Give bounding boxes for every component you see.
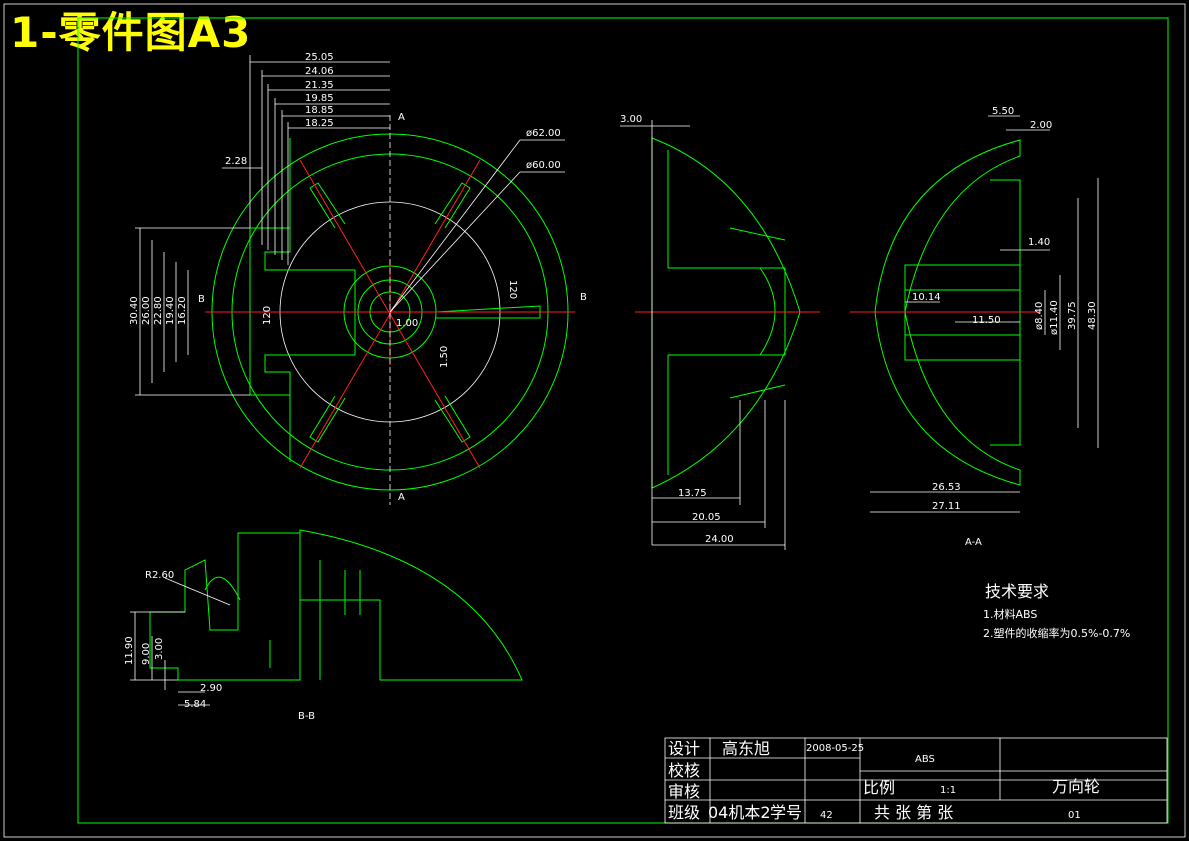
section-aa-shell (874, 139, 1021, 486)
dim-1-00: 1.00 (396, 318, 418, 329)
drawing-no: 01 (1068, 810, 1081, 821)
check-label: 校核 (668, 761, 700, 780)
dim-39-75: 39.75 (1067, 301, 1078, 330)
dim-1-40: 1.40 (1028, 237, 1050, 248)
section-b-mark-right: B (580, 292, 587, 303)
design-label: 设计 (668, 739, 700, 758)
dim-24-06: 24.06 (305, 66, 334, 77)
student-no: 42 (820, 810, 833, 821)
section-aa: 5.50 2.00 1.40 10.14 11.50 ø8.40 ø11.40 … (850, 106, 1099, 548)
dim-19-40: 19.40 (165, 296, 176, 325)
tech-item-1: 1.材料ABS (983, 607, 1037, 621)
side-view: 3.00 13.75 20.05 24.00 (620, 114, 820, 550)
dim-21-35: 21.35 (305, 80, 334, 91)
dim-48-30: 48.30 (1087, 301, 1098, 330)
class-label: 班级 (668, 803, 700, 822)
designer-name: 高东旭 (722, 739, 770, 758)
dim-11-50: 11.50 (972, 315, 1001, 326)
dim-dia-62: ø62.00 (526, 128, 561, 139)
section-bb-fillet (204, 576, 241, 601)
dim-22-80: 22.80 (153, 296, 164, 325)
dim-10-14: 10.14 (912, 292, 941, 303)
dim-30-40: 30.40 (129, 296, 140, 325)
rib-lower-left (309, 395, 346, 443)
section-bb-label: B-B (298, 711, 315, 722)
dim-26-00: 26.00 (141, 296, 152, 325)
tech-heading: 技术要求 (985, 582, 1049, 601)
section-aa-label: A-A (965, 537, 982, 548)
dim-26-53: 26.53 (932, 482, 961, 493)
dim-2-90: 2.90 (200, 683, 222, 694)
side-outline (651, 137, 801, 489)
angle-120-left: 120 (262, 306, 273, 325)
dim-2-28: 2.28 (225, 156, 247, 167)
dim-24-00: 24.00 (705, 534, 734, 545)
front-view: A A B B 25.05 24.06 21.35 19.85 18.85 18… (129, 52, 587, 505)
dim-19-85: 19.85 (305, 93, 334, 104)
rib-lower-right (434, 395, 471, 443)
dim-r2-60: R2.60 (145, 570, 174, 581)
section-a-mark-bottom: A (398, 492, 405, 503)
dim-5-84: 5.84 (184, 699, 206, 710)
dim-20-05: 20.05 (692, 512, 721, 523)
dim-25-05: 25.05 (305, 52, 334, 63)
scale-label: 比例 (863, 778, 895, 797)
dim-3-00-bb: 3.00 (154, 638, 165, 660)
dim-13-75: 13.75 (678, 488, 707, 499)
tech-item-2: 2.塑件的收缩率为0.5%-0.7% (983, 626, 1130, 640)
title-block: 设计 高东旭 2008-05-25 校核 审核 班级 04机本2 学号 42 A… (664, 737, 1168, 824)
rib-upper-right (434, 182, 471, 229)
section-bb-details (269, 560, 361, 680)
leader-d60 (389, 171, 521, 313)
dim-16-20: 16.20 (177, 296, 188, 325)
dim-1-50: 1.50 (439, 346, 450, 368)
section-bb-hatch (299, 529, 523, 681)
class-value: 04机本2 (708, 803, 771, 822)
dim-dia-8-40: ø8.40 (1034, 302, 1045, 330)
dim-5-50: 5.50 (992, 106, 1014, 117)
sheets-text: 共 张 第 张 (874, 803, 953, 822)
drawing-frame (77, 17, 1169, 824)
side-details (729, 227, 786, 399)
dim-18-85: 18.85 (305, 105, 334, 116)
dim-11-90: 11.90 (124, 636, 135, 665)
section-a-mark-top: A (398, 112, 405, 123)
dim-dia-60: ø60.00 (526, 160, 561, 171)
angle-120-right: 120 (507, 280, 518, 299)
part-name: 万向轮 (1052, 777, 1100, 796)
section-bb-profile (149, 532, 301, 681)
rib-upper-left (309, 182, 346, 229)
section-bb: R2.60 11.90 9.00 3.00 2.90 5.84 B-B (124, 529, 523, 722)
sheet-border (3, 3, 1186, 838)
design-date: 2008-05-25 (806, 743, 864, 754)
dim-dia-11-40: ø11.40 (1049, 300, 1060, 335)
dim-18-25: 18.25 (305, 118, 334, 129)
material: ABS (915, 754, 935, 765)
leader-d62 (389, 139, 521, 313)
tech-requirements: 技术要求 1.材料ABS 2.塑件的收缩率为0.5%-0.7% (983, 582, 1130, 640)
scale-value: 1:1 (940, 785, 956, 796)
student-no-label: 学号 (770, 803, 802, 822)
section-b-mark-left: B (198, 294, 205, 305)
dim-27-11: 27.11 (932, 501, 961, 512)
dim-3-00: 3.00 (620, 114, 642, 125)
dim-9-00: 9.00 (141, 643, 152, 665)
dim-2-00: 2.00 (1030, 120, 1052, 131)
review-label: 审核 (668, 782, 700, 801)
